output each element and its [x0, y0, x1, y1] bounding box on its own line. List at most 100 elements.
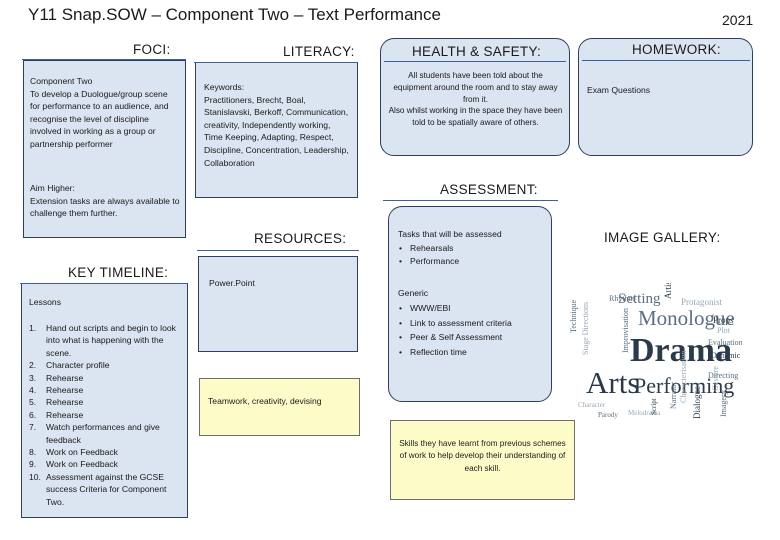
cloud-word: Improvisation [621, 308, 630, 353]
generic-item: WWW/EBI [410, 303, 451, 313]
list-number: 1. [29, 323, 37, 333]
list-number: 7. [29, 422, 37, 433]
timeline-item: Work on Feedback [46, 447, 118, 458]
assessment-task-list: Rehearsals Performance [398, 242, 548, 267]
cloud-word: Rhythm [609, 294, 636, 303]
generic-item: Link to assessment criteria [410, 317, 512, 328]
year-label: 2021 [722, 12, 754, 28]
list-item: 10.Assessment against the GCSE success C… [29, 471, 179, 508]
cloud-word: Melodrama [628, 409, 661, 417]
generic-item: Reflection time [410, 346, 467, 357]
key-timeline-heading: KEY TIMELINE: [68, 265, 169, 280]
cloud-word: Setting [618, 291, 661, 307]
cloud-word: Artistic [663, 283, 673, 299]
list-item: WWW/EBI [398, 301, 538, 316]
list-number: 5. [29, 397, 37, 408]
timeline-item: Character profile [46, 360, 110, 371]
image-gallery-heading: IMAGE GALLERY: [604, 230, 721, 245]
timeline-item: Work on Feedback [46, 459, 118, 470]
word-cloud-graphic: Setting Artistic Rhythm Protagonist Mono… [569, 283, 743, 419]
cloud-word: Stage Directions [581, 302, 590, 355]
list-item: 6. Rehearse [29, 409, 179, 421]
cloud-word: Dialogue [692, 386, 702, 419]
health-safety-box [380, 38, 570, 156]
list-number: 9. [29, 459, 37, 470]
list-item: 3. Rehearse [29, 372, 179, 384]
list-number: 8. [29, 447, 37, 458]
learnt-skills-text: Skills they have learnt from previous sc… [399, 439, 566, 473]
generic-item: Peer & Self Assessment [410, 332, 503, 342]
resources-heading: RESOURCES: [254, 231, 347, 246]
cloud-word: Parody [598, 411, 618, 419]
literacy-underline [194, 62, 358, 63]
drama-word-cloud: Setting Artistic Rhythm Protagonist Mono… [568, 283, 743, 423]
cloud-word: Monologue [638, 306, 735, 330]
skills-text: Teamwork, creativity, devising [208, 396, 322, 406]
foci-text: Component Two To develop a Duologue/grou… [30, 76, 169, 149]
cloud-word: Performing [634, 373, 734, 398]
cloud-word: Evaluation [708, 338, 743, 347]
list-item: 2. Character profile [29, 359, 179, 371]
cloud-word: Narrator [669, 382, 678, 409]
resources-text: Power.Point [209, 278, 255, 288]
list-item: 4. Rehearse [29, 384, 179, 396]
list-item: 9. Work on Feedback [29, 458, 179, 470]
key-timeline-underline [20, 283, 188, 284]
homework-underline [582, 60, 750, 61]
list-number: 2. [29, 360, 37, 371]
cloud-word: Directing [708, 371, 738, 380]
foci-aim-higher: Aim Higher: Extension tasks are always a… [30, 183, 180, 219]
cloud-word: Characterisation [679, 351, 688, 403]
timeline-item: Rehearse [46, 409, 84, 420]
list-item: 1. Hand out scripts and begin to look int… [29, 322, 179, 359]
literacy-box [195, 62, 358, 198]
cloud-word: Drama [630, 332, 732, 369]
assessment-underline [383, 200, 558, 201]
homework-text: Exam Questions [587, 85, 651, 95]
list-item: Peer & Self Assessment [398, 330, 538, 345]
assessment-intro: Tasks that will be assessed [398, 229, 502, 239]
timeline-list: 1. Hand out scripts and begin to look int… [29, 322, 179, 508]
timeline-item: Rehearse [46, 372, 84, 383]
homework-box [578, 38, 753, 156]
list-item: 5. Rehearse [29, 396, 179, 408]
cloud-word: Protagonist [681, 297, 723, 307]
cloud-word: Technique [569, 299, 578, 333]
timeline-item: Rehearse [46, 397, 84, 408]
assessment-task: Rehearsals [410, 243, 454, 253]
generic-label: Generic [398, 288, 429, 298]
list-item: Performance [398, 255, 548, 268]
timeline-item: Rehearse [46, 385, 84, 396]
list-number: 6. [29, 409, 37, 420]
list-number: 4. [29, 385, 37, 396]
learnt-skills-box [390, 420, 575, 500]
health-safety-heading: HEALTH & SAFETY: [412, 44, 542, 59]
foci-box [23, 60, 186, 238]
homework-heading: HOMEWORK: [632, 42, 721, 57]
foci-underline [22, 59, 186, 60]
list-number: 10. [29, 471, 41, 482]
list-item: Rehearsals [398, 242, 548, 255]
list-item: Link to assessment criteria [398, 316, 538, 331]
page-title: Y11 Snap.SOW – Component Two – Text Perf… [28, 5, 441, 24]
health-safety-underline [384, 61, 566, 62]
cloud-word: Character [578, 401, 606, 409]
literacy-text: Keywords: Practitioners, Brecht, Boal, S… [204, 82, 349, 168]
cloud-word: Script [650, 398, 658, 415]
resources-underline [197, 250, 359, 251]
generic-list: WWW/EBI Link to assessment criteria Peer… [398, 301, 538, 359]
assessment-task: Performance [410, 255, 460, 266]
list-number: 3. [29, 372, 37, 383]
cloud-word: Dynamic [711, 351, 741, 360]
list-item: Reflection time [398, 345, 538, 360]
timeline-item: Watch performances and give feedback [46, 422, 160, 445]
cloud-word: Gesture [711, 366, 720, 391]
resources-box [198, 256, 358, 352]
list-item: 7. Watch performances and give feedback [29, 421, 179, 446]
cloud-word: Plot [717, 326, 731, 335]
foci-heading: FOCI: [133, 42, 171, 57]
timeline-item: Hand out scripts and begin to look into … [46, 323, 176, 358]
cloud-word: Arts [586, 365, 639, 400]
cloud-word: Props [713, 315, 734, 325]
lessons-label: Lessons [29, 297, 62, 307]
